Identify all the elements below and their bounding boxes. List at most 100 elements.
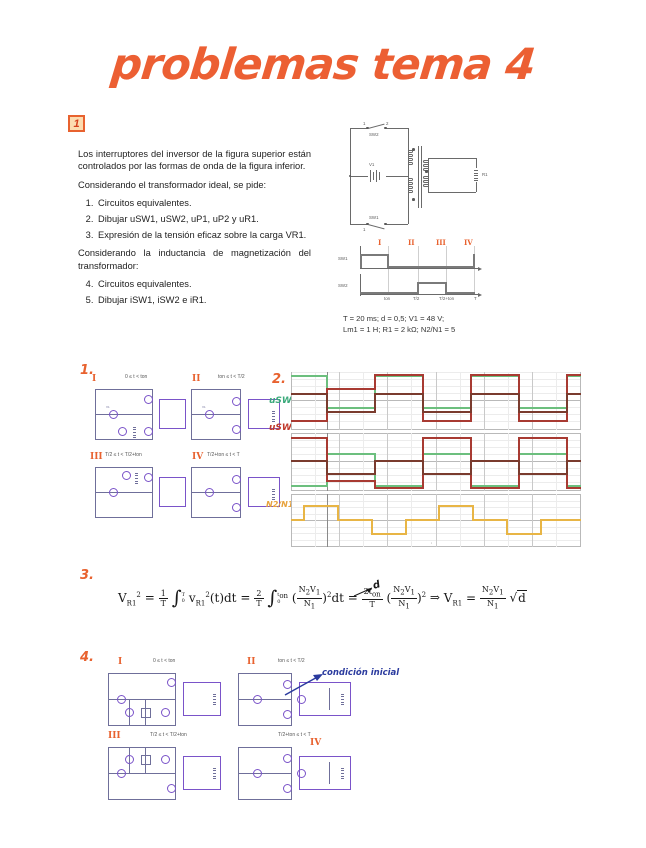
mini-wire: [329, 688, 330, 710]
trace-usw2: [326, 407, 375, 409]
v1-plate-long-1: [370, 170, 371, 182]
secondary-coil-seg: [423, 180, 428, 183]
mini-resistor: [272, 409, 275, 423]
list-item: Expresión de la tensión eficaz sobre la …: [96, 229, 311, 241]
secondary-coil-seg: [423, 176, 428, 179]
trace-up1: [470, 460, 472, 475]
trace-secondary: [291, 519, 304, 521]
trace-secondary: [371, 533, 407, 535]
list-item: Circuitos equivalentes.: [96, 278, 311, 290]
wire-source-left: [350, 176, 368, 177]
trace-secondary: [438, 505, 440, 521]
trace-secondary: [303, 505, 305, 521]
mini-source-bottom: [144, 427, 153, 436]
trace-usw1: [291, 437, 328, 439]
sw2-pin1-node: [366, 126, 369, 130]
trace-up1: [566, 460, 568, 475]
trace-secondary: [337, 505, 339, 521]
x-tick-t: T: [474, 296, 477, 301]
mini-source-secondary: [297, 769, 306, 778]
primary-coil-seg: [408, 162, 413, 165]
trace-up1: [326, 473, 375, 475]
mini-source-top: [283, 754, 292, 763]
trace-usw1: [518, 420, 567, 422]
v1-plate-long-2: [376, 170, 377, 182]
inverter-schematic: SW2 1 2 SW1 1 V1: [342, 118, 567, 232]
trace-secondary: [371, 519, 373, 535]
trace-usw1: [422, 420, 471, 422]
mini-wire: [238, 799, 292, 800]
mini-wire: [191, 467, 241, 468]
trace-up1: [291, 460, 327, 462]
trace-usw2: [566, 485, 581, 487]
trace-usw1: [326, 437, 328, 482]
mini-resistor: [341, 692, 344, 706]
transformer-core-left: [418, 146, 419, 208]
wire-load-bottom: [476, 182, 477, 192]
mini-label-v1: V1: [202, 405, 206, 409]
section4-circuit-iii: [105, 742, 225, 804]
statement-paragraph-1: Los interruptores del inversor de la fig…: [78, 149, 311, 172]
trace-usw1: [470, 374, 520, 376]
trace-usw2: [374, 375, 376, 409]
secondary-coil-seg: [423, 160, 428, 163]
section4-circuit-ii: [235, 668, 355, 730]
eq-annotation-arrow: [353, 587, 373, 597]
transformer-core-right: [420, 146, 422, 208]
mini-wire: [95, 467, 153, 468]
problem-statement: Los interruptores del inversor de la fig…: [78, 148, 311, 313]
sw1-trace: [473, 254, 475, 268]
wire-load-top: [476, 158, 477, 168]
trace-secondary: [472, 505, 474, 521]
trace-secondary: [405, 519, 407, 535]
section4-roman-i: I: [118, 657, 123, 667]
mini-wire: [238, 673, 292, 674]
section1-circuit-iii: [92, 463, 187, 521]
mini-resistor: [213, 766, 216, 780]
scope-pane-secondary: [291, 494, 581, 547]
scope-pane-up: [291, 433, 581, 491]
mini-wire: [95, 439, 153, 440]
mini-wire: [95, 517, 153, 518]
wire-bottom-up: [408, 202, 409, 224]
mini-secondary-box: [159, 477, 186, 507]
mini-resistor: [272, 487, 275, 501]
trace-secondary: [472, 519, 507, 521]
mini-source-branch: [125, 708, 134, 717]
mini-wire: [191, 414, 241, 415]
mini-source-v1: [109, 488, 118, 497]
v1-plate-short-2: [379, 172, 380, 180]
wire-source-right: [386, 176, 408, 177]
mini-wire: [238, 699, 292, 700]
sw1-trace: [387, 254, 389, 268]
mini-source-bottom: [167, 784, 176, 793]
mini-source-mid: [118, 427, 127, 436]
mini-wire: [145, 747, 146, 773]
section-2-number: 2.: [272, 372, 286, 387]
sw2-blade: [367, 123, 385, 129]
primary-coil-seg: [408, 182, 413, 185]
trace-secondary: [506, 533, 542, 535]
mini-source-mid: [122, 471, 131, 480]
v1-plate-short-1: [373, 172, 374, 180]
mini-source-v1: [253, 695, 262, 704]
wire-bottom-right: [386, 224, 408, 225]
initial-condition-annotation: condición inicial: [322, 668, 400, 678]
mini-wire: [108, 673, 176, 674]
trace-usw1: [518, 437, 567, 439]
trace-up1: [566, 393, 568, 413]
eq-lhs: VR12: [118, 590, 141, 607]
mini-source-top: [144, 473, 153, 482]
section-3-number: 3.: [80, 568, 94, 583]
primary-dot-bottom: [412, 198, 415, 201]
primary-coil-seg: [408, 158, 413, 161]
interval-label-i: I: [378, 238, 382, 247]
section1-roman-iv: IV: [192, 452, 204, 462]
mini-wire: [95, 492, 153, 493]
section1-roman-iii: III: [90, 452, 103, 462]
grid-divider: [388, 246, 389, 293]
